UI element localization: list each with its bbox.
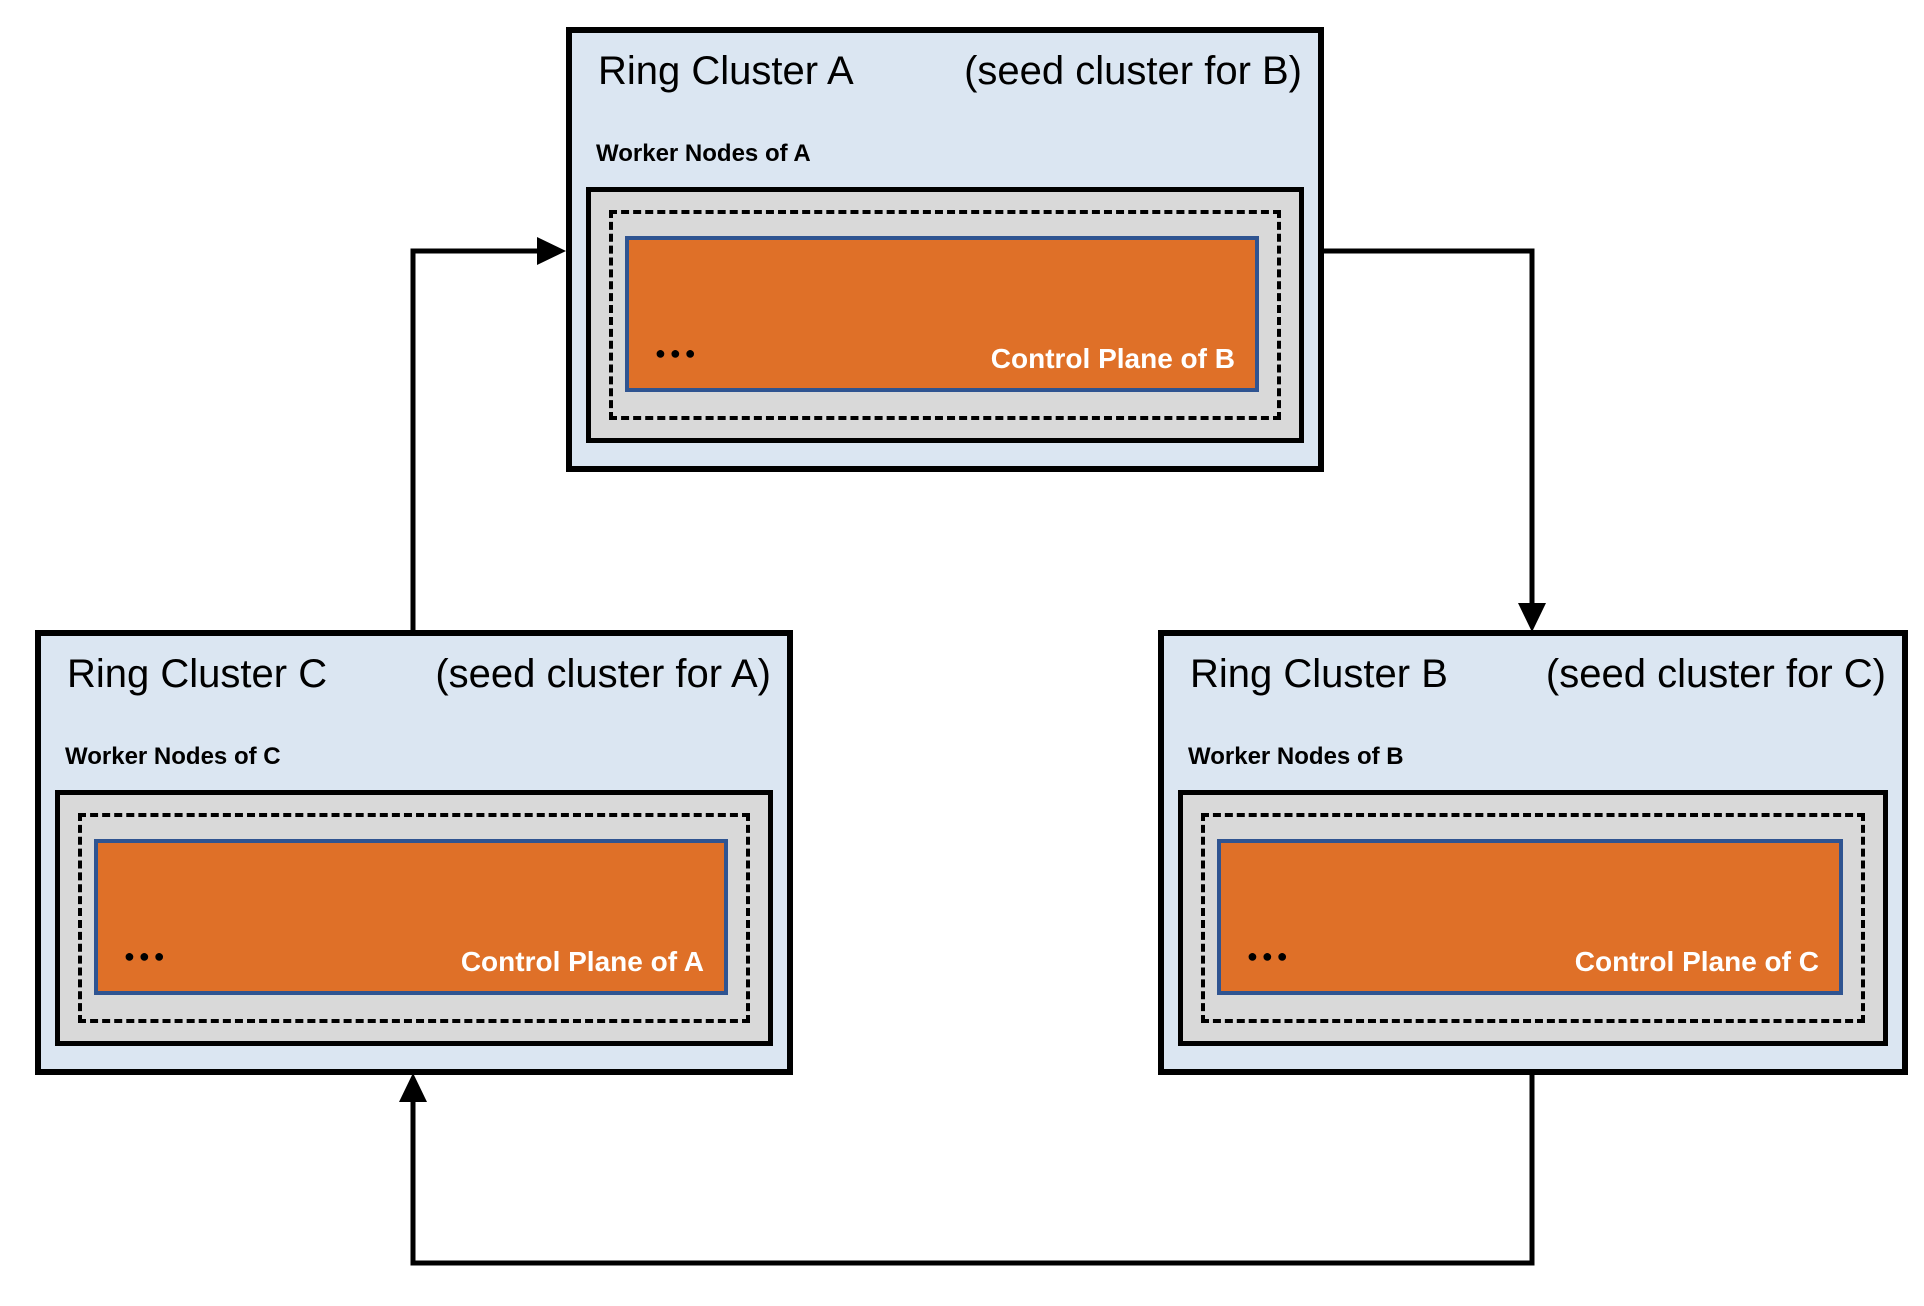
- arrowhead-up-icon: [399, 1073, 427, 1102]
- cluster-c-title: Ring Cluster C: [67, 652, 328, 696]
- control-plane-row: ●●● Control Plane of A: [98, 945, 724, 991]
- cluster-a-seed-note: (seed cluster for B): [964, 49, 1302, 93]
- control-plane-row: ●●● Control Plane of B: [629, 342, 1255, 388]
- cluster-a-title-row: Ring Cluster A (seed cluster for B): [598, 47, 1302, 95]
- cluster-b-worker-area: ●●● Control Plane of C: [1178, 790, 1888, 1046]
- cluster-c-hosted-control-plane: ●●● Control Plane of A: [94, 839, 728, 995]
- cluster-a-hosted-control-plane: ●●● Control Plane of B: [625, 236, 1259, 392]
- arrowhead-down-icon: [1518, 603, 1546, 632]
- control-plane-b-label: Control Plane of B: [990, 343, 1235, 374]
- control-plane-c-label: Control Plane of C: [1574, 946, 1819, 977]
- cluster-a-title: Ring Cluster A: [598, 49, 854, 93]
- cluster-b-hosted-control-plane: ●●● Control Plane of C: [1217, 839, 1843, 995]
- cluster-c-title-row: Ring Cluster C (seed cluster for A): [67, 650, 771, 698]
- cluster-a-node-pool-dashed: ●●● Control Plane of B: [609, 210, 1281, 420]
- cluster-b-title: Ring Cluster B: [1190, 652, 1448, 696]
- cluster-box-b: Ring Cluster B (seed cluster for C) Work…: [1158, 630, 1908, 1075]
- worker-ellipsis-icon: ●●●: [655, 343, 700, 363]
- worker-ellipsis-icon: ●●●: [124, 946, 169, 966]
- cluster-c-worker-nodes-label: Worker Nodes of C: [65, 743, 281, 770]
- cluster-b-title-row: Ring Cluster B (seed cluster for C): [1190, 650, 1886, 698]
- control-plane-a-label: Control Plane of A: [460, 946, 704, 977]
- control-plane-row: ●●● Control Plane of C: [1221, 945, 1839, 991]
- arrow-a-to-b: [1320, 248, 1546, 632]
- cluster-b-seed-note: (seed cluster for C): [1545, 652, 1886, 696]
- cluster-a-worker-nodes-label: Worker Nodes of A: [596, 140, 811, 167]
- cluster-c-node-pool-dashed: ●●● Control Plane of A: [78, 813, 750, 1023]
- cluster-box-c: Ring Cluster C (seed cluster for A) Work…: [35, 630, 793, 1075]
- cluster-a-worker-area: ●●● Control Plane of B: [586, 187, 1304, 443]
- arrow-b-to-c: [399, 1072, 1535, 1266]
- worker-ellipsis-icon: ●●●: [1247, 946, 1292, 966]
- arrowhead-right-icon: [537, 237, 566, 265]
- cluster-b-node-pool-dashed: ●●● Control Plane of C: [1201, 813, 1865, 1023]
- cluster-c-worker-area: ●●● Control Plane of A: [55, 790, 773, 1046]
- arrow-c-to-a: [410, 237, 566, 633]
- cluster-b-worker-nodes-label: Worker Nodes of B: [1188, 743, 1404, 770]
- cluster-c-seed-note: (seed cluster for A): [435, 652, 771, 696]
- cluster-box-a: Ring Cluster A (seed cluster for B) Work…: [566, 27, 1324, 472]
